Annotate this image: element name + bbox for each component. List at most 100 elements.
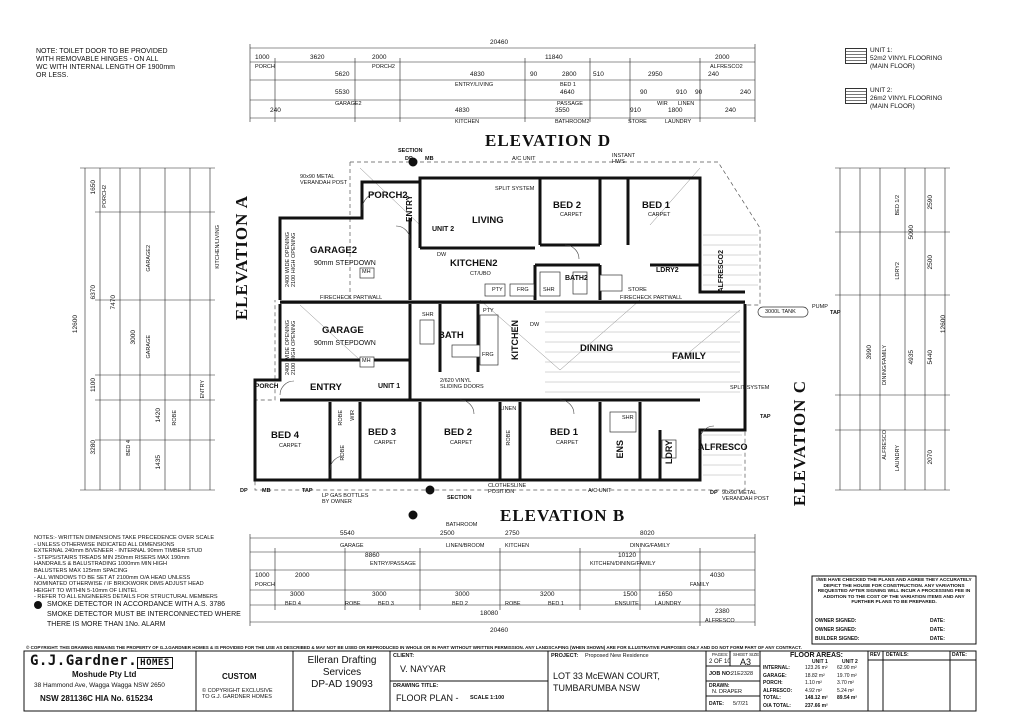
dw-top: DW: [437, 252, 447, 258]
brand-logo: G.J.Gardner.HOMES: [30, 653, 173, 669]
garage2-stepdown: 90mm STEPDOWN: [314, 260, 376, 267]
dim-bot-label-kitchen: KITCHEN: [505, 543, 530, 549]
dim-right-label-dining-family: DINING/FAMILY: [882, 345, 888, 385]
pages-label: PAGES:: [712, 652, 729, 657]
tap-bottom: TAP: [302, 488, 313, 494]
dim-left-label-porch2: PORCH2: [102, 185, 108, 208]
room-ldry2: LDRY2: [656, 267, 679, 274]
dim-left-0: 1650: [90, 180, 97, 195]
sheet-size-value: A3: [740, 657, 752, 667]
dim-top-r4-1: 4830: [455, 107, 470, 114]
dp-marker-right: DP: [710, 490, 718, 496]
label-unit2: UNIT 2: [432, 226, 455, 233]
dim-right-4: 4935: [908, 350, 915, 365]
dim-left-6: 1420: [155, 408, 162, 423]
dim-right-label-laundry: LAUNDRY: [895, 445, 901, 472]
room-bed2: BED 2: [444, 427, 472, 438]
dim-top-label-bed1: BED 1: [560, 82, 576, 88]
dim-bot-label-bed3: BED 3: [378, 601, 394, 607]
dim-left-7: 1435: [155, 455, 162, 470]
dw-unit1: DW: [530, 322, 540, 328]
company-licence: NSW 281136C HIA No. 615234: [40, 694, 153, 703]
dim-top-r3-2: 90: [640, 89, 648, 96]
dim-bot-r1-0: 5540: [340, 530, 355, 537]
robe-bed2: ROBE: [506, 430, 512, 446]
dim-bot-r2-1: 10120: [618, 552, 637, 559]
area-u2: 62.90 m²: [837, 665, 857, 671]
wir-bed1: WIR: [350, 410, 356, 421]
dim-bot-label-dining-family: DINING/FAMILY: [630, 543, 670, 549]
instant-hws-top: INSTANT HWS: [612, 153, 636, 165]
room-garage: GARAGE: [322, 325, 364, 336]
area-u1: 123.26 m²: [805, 665, 828, 671]
elevation-b-title: ELEVATION B: [500, 506, 626, 525]
agree-date-2: DATE:: [930, 627, 945, 633]
carpet-bed2: CARPET: [450, 440, 473, 446]
drawing-scale: SCALE 1:100: [470, 695, 505, 701]
dim-bot-label-robe2: ROBE: [505, 601, 521, 607]
mb-marker: MB: [425, 156, 434, 162]
ac-unit-bottom: A/C UNIT: [588, 488, 612, 494]
room-porch: PORCH: [255, 383, 279, 390]
brand-name: G.J.Gardner.: [30, 653, 138, 669]
owner-signed-2: OWNER SIGNED:: [815, 627, 857, 633]
verandah-post-top: 90x90 METAL VERANDAH POST: [300, 174, 348, 186]
dim-bot-label-linen-broom: LINEN/BROOM: [446, 543, 485, 549]
dim-top-r4-0: 240: [270, 107, 281, 114]
mh-top: MH: [362, 269, 371, 275]
dim-top-label-wir: WIR: [657, 101, 668, 107]
custom-label: CUSTOM: [222, 672, 257, 681]
dim-top-r4-3: 910: [630, 107, 641, 114]
smoke-detector-note: SMOKE DETECTOR IN ACCORDANCE WITH A.S. 3…: [47, 601, 241, 628]
dim-top-label-laundry: LAUNDRY: [665, 119, 692, 125]
pty-top: PTY: [492, 287, 503, 293]
verandah-post-bottom: 90x90 METAL VERANDAH POST: [722, 490, 770, 502]
dim-top-label-store: STORE: [628, 119, 647, 125]
rev-date-label: DATE:: [952, 652, 967, 658]
dim-top-label-garage2: GARAGE2: [335, 101, 362, 107]
dim-left-label-garage: GARAGE: [146, 335, 152, 359]
room-entry: ENTRY: [310, 382, 342, 393]
dim-bot-label-alfresco: ALFRESCO: [705, 618, 735, 624]
shr-bath: SHR: [422, 312, 434, 318]
dim-right-label-ldry2: LDRY2: [895, 262, 901, 280]
drafting-services: Elleran Drafting Services DP-AD 19093: [307, 655, 377, 690]
dim-bot-label-kitchen-dining-family: KITCHEN/DINING/FAMILY: [590, 561, 656, 567]
tap-alfresco: TAP: [760, 414, 771, 420]
job-label: JOB NO:: [709, 671, 732, 677]
areas-unit1-header: UNIT 1: [812, 659, 828, 665]
rev-label: REV: [870, 652, 881, 658]
firecheck-partwall-right: FIRECHECK PARTWALL: [620, 295, 683, 301]
tank-label: 3000L TANK: [765, 309, 796, 315]
drawn-value: N. DRAPER: [712, 689, 742, 695]
dim-top-r2-0: 5620: [335, 71, 350, 78]
area-u2: 5.24 m²: [837, 687, 854, 694]
dim-left-label-entry: ENTRY: [200, 380, 206, 399]
dim-bot-label-family: FAMILY: [690, 582, 710, 588]
room-kitchen2: KITCHEN2: [450, 258, 498, 269]
dim-bot-label-bed1: BED 1: [548, 601, 564, 607]
dim-bot-r5-1: 2380: [715, 608, 730, 615]
sheet-size-label: SHEET SIZE: [733, 652, 760, 657]
room-ens: ENS: [615, 440, 625, 459]
area-u2: 3.70 m²: [837, 680, 854, 686]
areas-unit2-header: UNIT 2: [842, 659, 858, 665]
dim-right-2: 2500: [927, 255, 934, 270]
carpet-bed3: CARPET: [374, 440, 397, 446]
dim-right-total: 12600: [940, 315, 947, 334]
dim-bot-label-porch: PORCH: [255, 582, 275, 588]
frg-top: FRG: [517, 287, 529, 293]
room-garage2: GARAGE2: [310, 245, 357, 256]
drawn-label: DRAWN:: [709, 683, 730, 689]
company-name: Moshude Pty Ltd: [72, 670, 137, 679]
dim-top-r1-3: 11840: [545, 54, 563, 61]
dim-left-4: 1100: [90, 378, 97, 392]
room-alfresco: ALFRESCO: [698, 442, 748, 452]
tap-right: TAP: [830, 310, 841, 316]
dim-top-r4-4: 1800: [668, 107, 683, 114]
pages-value: 2 OF 10: [709, 659, 731, 665]
area-label: INTERNAL:: [763, 665, 790, 671]
dim-bot-label-robe1: ROBE: [345, 601, 361, 607]
